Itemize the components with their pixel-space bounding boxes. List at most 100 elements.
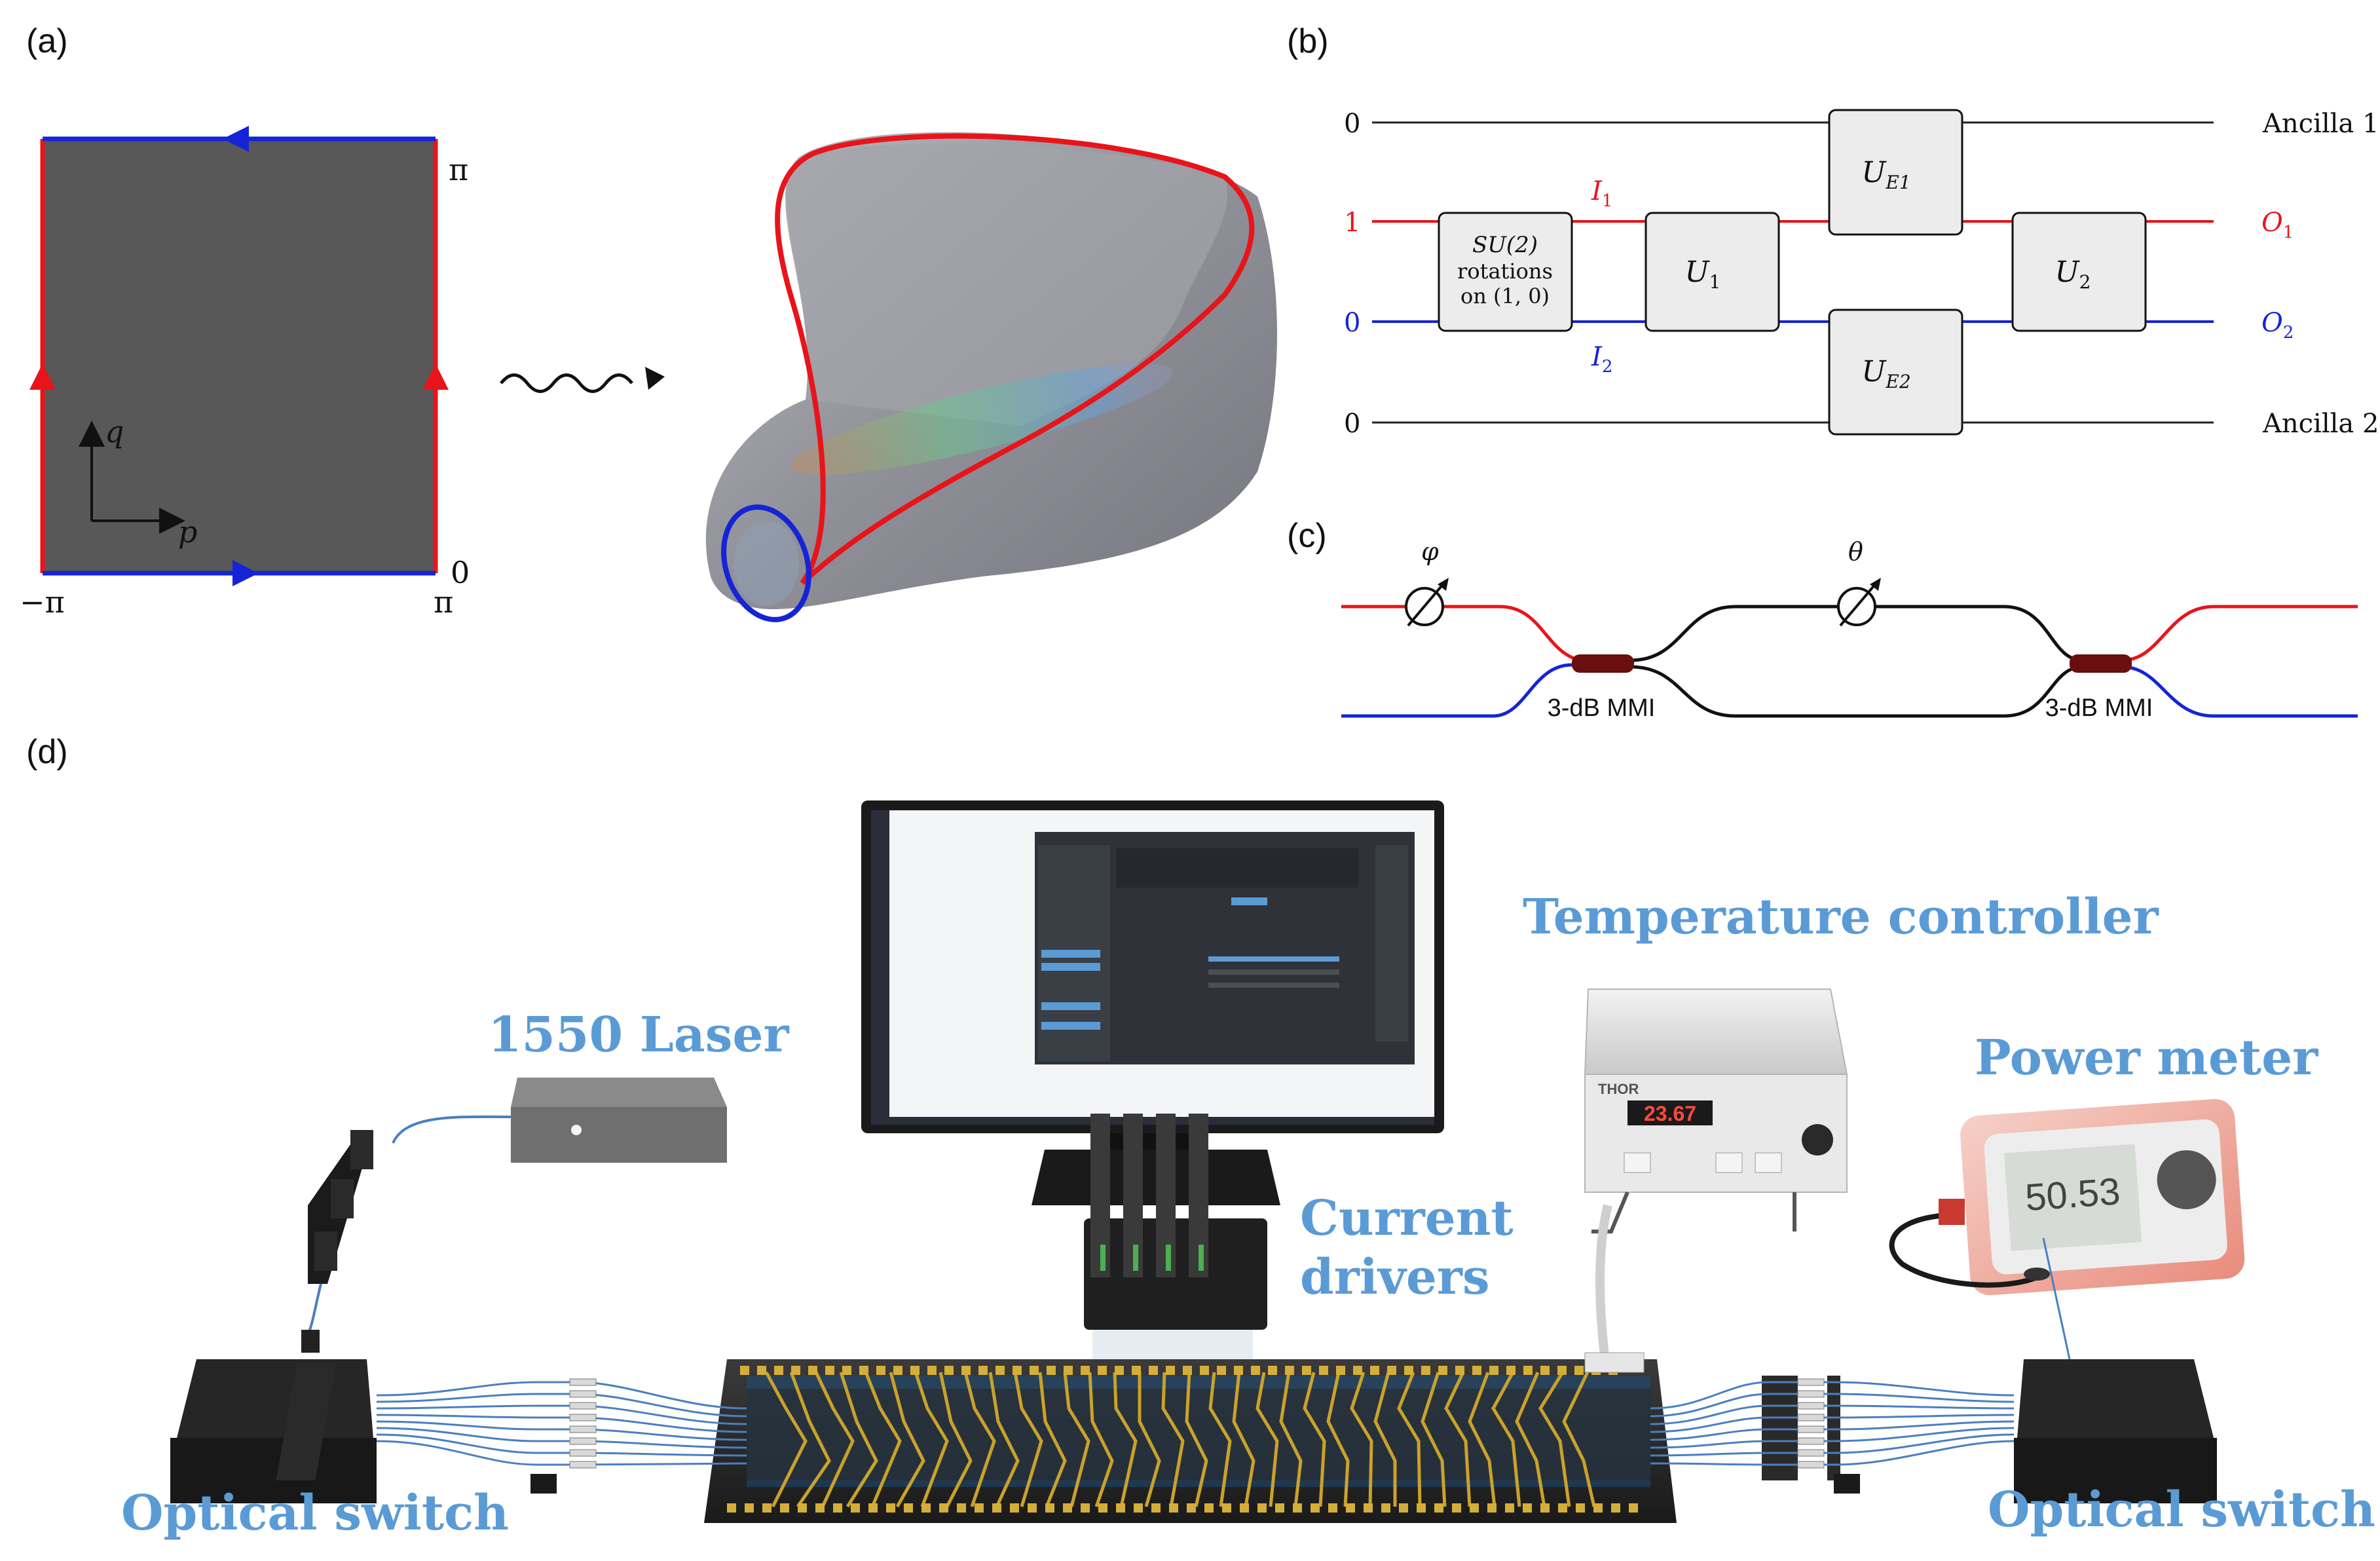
chip-trace [789, 1372, 831, 1508]
chip-pad-bottom [1081, 1503, 1090, 1513]
fiber-connector-right [1797, 1414, 1825, 1421]
laser-device [511, 1078, 727, 1163]
squiggle-arrowhead-icon [645, 367, 665, 390]
chip-pad-bottom [921, 1503, 931, 1513]
tick-neg-pi: −π [20, 584, 65, 620]
chip-pad-top [1353, 1366, 1362, 1375]
su2-rotation-box [1438, 212, 1573, 332]
su2-line1: SU(2) [1472, 232, 1538, 258]
input-1: 1 [1344, 208, 1360, 238]
chip-traces [764, 1371, 1596, 1508]
chip-trace [988, 1372, 1020, 1508]
chip-pad-top [825, 1366, 834, 1375]
chip-pad-bottom [1593, 1503, 1603, 1513]
chip-trace [1138, 1372, 1161, 1507]
fiber-array-left [376, 1378, 747, 1469]
optical-switch-right [1762, 1359, 2217, 1503]
chip-pad-bottom [1275, 1503, 1284, 1513]
current-drivers-title-1: Current [1300, 1190, 1514, 1247]
chip-pad-bottom [1611, 1503, 1620, 1513]
chip-pad-top [1030, 1366, 1039, 1375]
chip-pad-bottom [1470, 1503, 1479, 1513]
chip-pad-bottom [1187, 1503, 1196, 1513]
chip-pad-bottom [1293, 1503, 1302, 1513]
chip-pad-bottom [957, 1503, 966, 1513]
chip-trace [1538, 1371, 1571, 1507]
chip-pad-top [1574, 1366, 1584, 1375]
chip-trace [1562, 1371, 1596, 1507]
chip-trace [1279, 1372, 1303, 1507]
chip-pad-bottom [1364, 1503, 1373, 1513]
chip-pad-top [1098, 1366, 1107, 1375]
chip-pad-top [774, 1366, 783, 1375]
chip-pad-bottom [904, 1503, 913, 1513]
chip-pad-top [995, 1366, 1005, 1375]
chip-pad-top [1234, 1366, 1243, 1375]
top-arrow-icon [223, 126, 249, 152]
chip-trace [1038, 1372, 1067, 1507]
chip-trace [939, 1372, 973, 1508]
chip-trace [839, 1372, 878, 1508]
phase-phi-label: φ [1421, 537, 1439, 566]
chip-pad-bottom [1381, 1503, 1390, 1513]
chip-pad-top [1183, 1366, 1192, 1375]
chip-pad-bottom [1346, 1503, 1355, 1513]
chip-trace [1063, 1372, 1090, 1507]
chip-pad-top [1064, 1366, 1073, 1375]
output-ancilla1: Ancilla 1 [2262, 109, 2379, 139]
fiber-connector-right [1797, 1425, 1825, 1433]
chip-trace [1444, 1371, 1472, 1507]
chip-pad-top [1166, 1366, 1175, 1375]
optical-switch-right-title: Optical switch [1988, 1482, 2375, 1538]
chip-pad-bottom [1576, 1503, 1585, 1513]
ue1-label: UE1 [1861, 156, 1910, 193]
chip-pad-bottom [1169, 1503, 1178, 1513]
panel-c: 3-dB MMI 3-dB MMI φ θ [1341, 537, 2358, 722]
chip-pads [727, 1366, 1638, 1513]
chip-pad-top [1149, 1366, 1158, 1375]
chip-pad-bottom [780, 1503, 789, 1513]
fiber-connector-left [569, 1414, 597, 1421]
chip-trace [1185, 1372, 1208, 1507]
chip-pad-top [1200, 1366, 1209, 1375]
power-readout: 50.53 [2024, 1170, 2121, 1219]
chip-pad-bottom [1328, 1503, 1337, 1513]
fiber-connector-left [569, 1437, 597, 1445]
chip-trace [1303, 1372, 1326, 1507]
fiber-right [1650, 1420, 2015, 1441]
output-o2: O2 [2261, 308, 2294, 343]
chip-trace [814, 1371, 855, 1508]
fiber-connector-right [1797, 1461, 1825, 1469]
squiggle-arrow [500, 373, 633, 393]
panel-label-a: (a) [26, 22, 68, 60]
chip-pad-top [978, 1366, 988, 1375]
chip-pad-top [927, 1366, 937, 1375]
chip-pad-top [1421, 1366, 1430, 1375]
mzi-red-output [2121, 605, 2358, 662]
chip-pad-bottom [1134, 1503, 1143, 1513]
mzi-blue-output [2121, 665, 2358, 718]
chip-pad-top [1302, 1366, 1311, 1375]
chip-pad-bottom [1417, 1503, 1426, 1513]
u2-box [2011, 212, 2147, 332]
left-arrow-icon [29, 364, 56, 390]
chip-pad-bottom [1629, 1503, 1638, 1513]
chip-pad-top [808, 1366, 817, 1375]
fiber-right [1650, 1404, 2015, 1425]
su2-line3: on (1, 0) [1460, 284, 1550, 309]
fiber-connector-right [1797, 1437, 1825, 1445]
fiber-connector-left [569, 1449, 597, 1457]
chip-pad-top [1489, 1366, 1498, 1375]
chip-pad-top [944, 1366, 954, 1375]
output-ancilla2: Ancilla 2 [2262, 409, 2379, 439]
temperature-controller: 23.67 THOR [1584, 988, 1848, 1373]
chip-pad-top [1047, 1366, 1056, 1375]
chip-pad-top [1081, 1366, 1090, 1375]
chip-pad-top [1404, 1366, 1413, 1375]
chip-trace [1232, 1372, 1255, 1507]
chip-trace [1373, 1372, 1397, 1507]
u2-label: U2 [2055, 255, 2091, 293]
label-i1: I1 [1591, 176, 1612, 211]
mmi-left-icon [1572, 654, 1634, 673]
chip-pad-bottom [851, 1503, 860, 1513]
